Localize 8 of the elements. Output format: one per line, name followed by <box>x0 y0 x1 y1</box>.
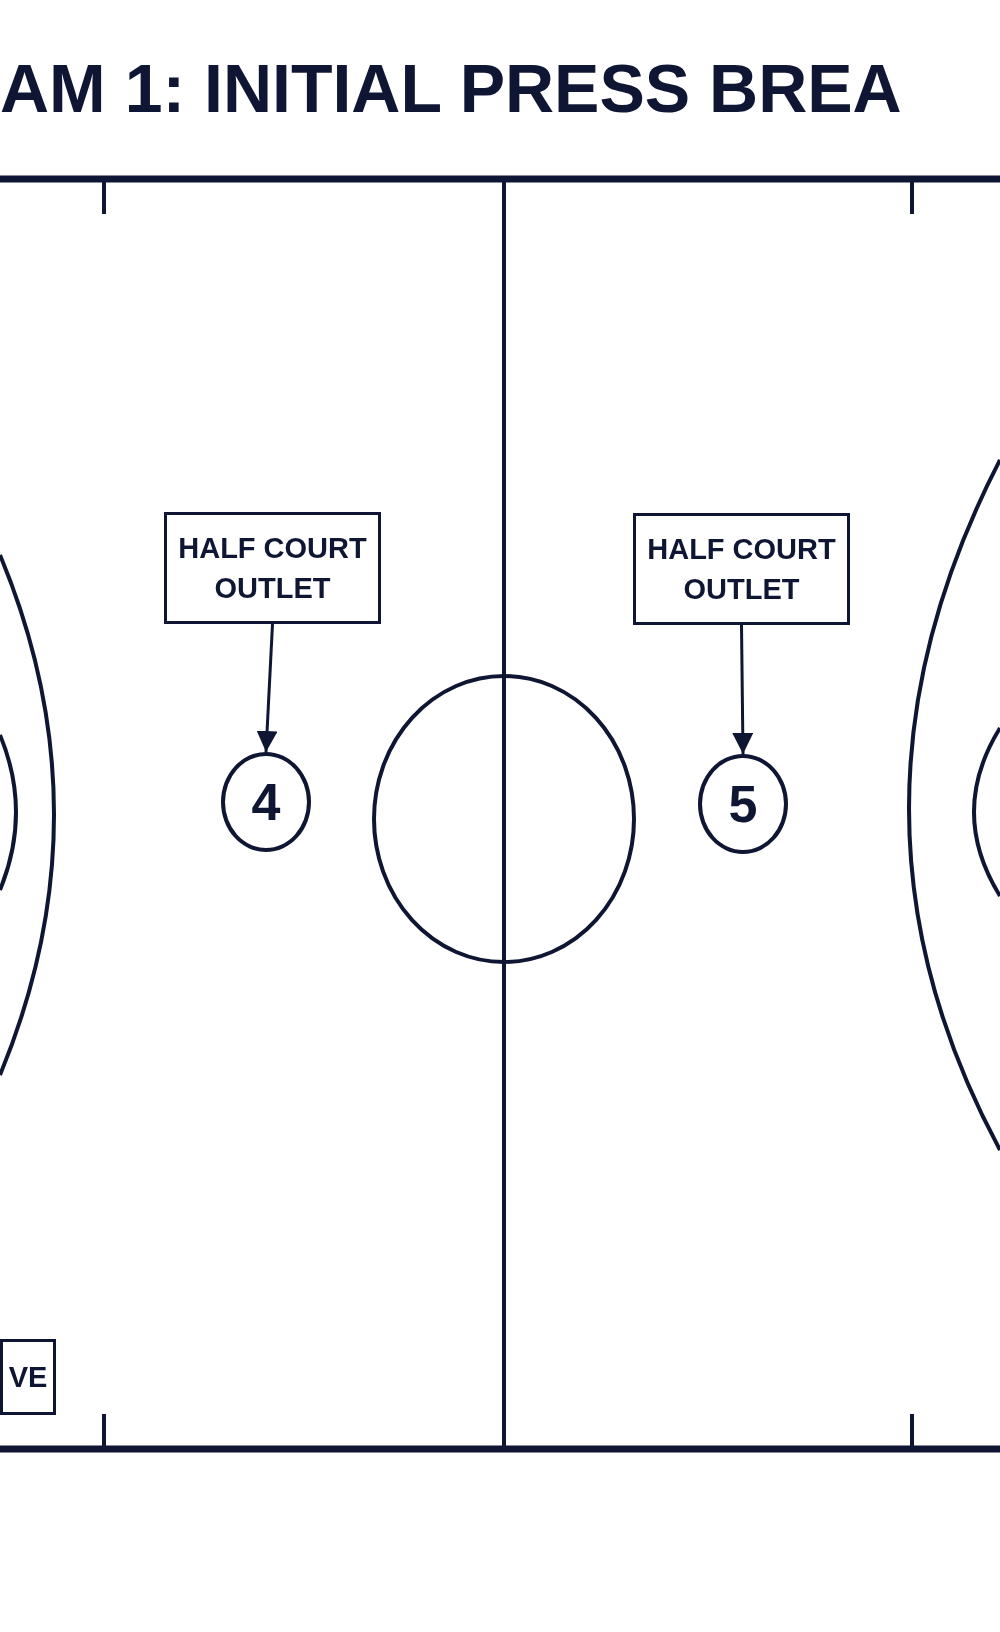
arrow <box>732 625 754 754</box>
arrow <box>256 623 278 753</box>
player-marker: 4 <box>221 752 311 852</box>
callout-box: HALF COURT OUTLET <box>633 513 850 625</box>
callout-box: VE <box>0 1339 56 1415</box>
callout-box: HALF COURT OUTLET <box>164 512 381 624</box>
diagram-title: AM 1: INITIAL PRESS BREA <box>0 49 902 128</box>
player-marker: 5 <box>698 754 788 854</box>
